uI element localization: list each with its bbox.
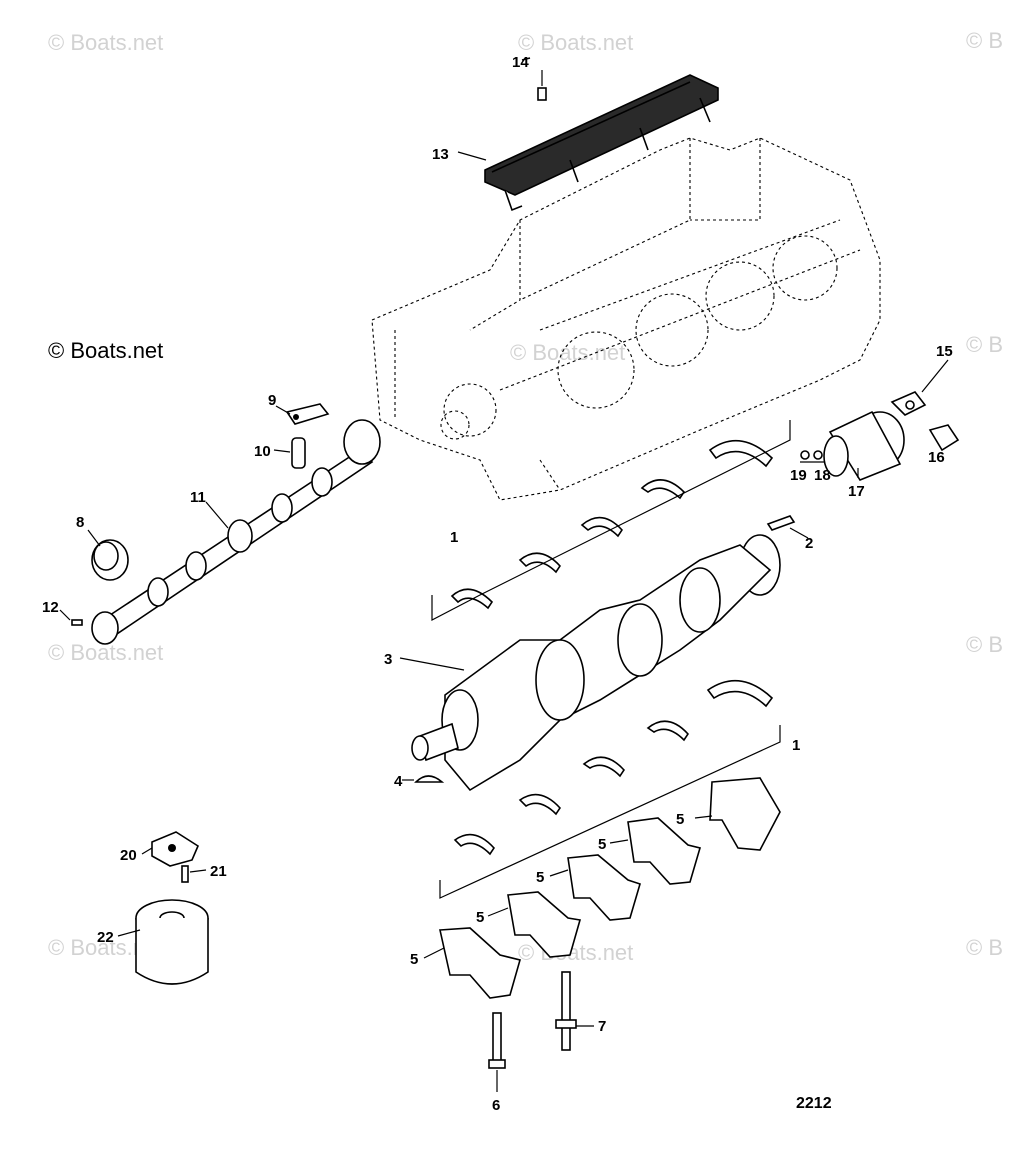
watermarks: © Boats.net © Boats.net © B © Boats.net … bbox=[48, 28, 1003, 965]
callout-17: 17 bbox=[848, 483, 865, 500]
callout-6: 6 bbox=[492, 1097, 500, 1114]
callout-8: 8 bbox=[76, 514, 84, 531]
watermark: © Boats.net bbox=[518, 940, 633, 965]
part-15-fitting bbox=[890, 391, 927, 416]
leader-lines bbox=[59, 151, 949, 1092]
callout-7: 7 bbox=[598, 1018, 606, 1035]
callout-11: 11 bbox=[190, 489, 206, 506]
part-14-bolt bbox=[537, 70, 547, 101]
part-21-adapter-bolt bbox=[181, 865, 189, 883]
part-17-filter-housing bbox=[800, 410, 905, 481]
part-2-pin bbox=[766, 515, 796, 531]
watermark: © Boats.net bbox=[518, 30, 633, 55]
callout-4: 4 bbox=[394, 773, 403, 790]
callout-16: 16 bbox=[928, 449, 945, 466]
part-1-lower-bearings bbox=[439, 679, 781, 899]
part-6-cap-bolt bbox=[488, 1012, 506, 1069]
part-3-crankshaft bbox=[411, 534, 781, 792]
part-16-sender bbox=[928, 424, 960, 452]
watermark: © B bbox=[966, 935, 1003, 960]
part-12-dowel bbox=[71, 619, 83, 626]
watermark: © Boats.net bbox=[48, 30, 163, 55]
callout-3: 3 bbox=[384, 651, 392, 668]
callout-5: 5 bbox=[410, 951, 418, 968]
callout-5: 5 bbox=[536, 869, 544, 886]
part-7-cap-stud bbox=[555, 971, 577, 1051]
callout-18: 18 bbox=[814, 467, 831, 484]
callouts: 14 13 9 10 11 8 12 15 16 19 18 17 1 2 3 … bbox=[42, 54, 953, 1114]
drawing-number: 2212 bbox=[796, 1095, 832, 1112]
callout-2: 2 bbox=[805, 535, 813, 552]
callout-14: 14 bbox=[512, 54, 529, 71]
callout-15: 15 bbox=[936, 343, 953, 360]
part-13-bracket bbox=[484, 57, 719, 212]
callout-1: 1 bbox=[450, 529, 458, 546]
part-20-filter-adapter bbox=[151, 831, 200, 867]
callout-10: 10 bbox=[254, 443, 271, 460]
callout-5: 5 bbox=[598, 836, 606, 853]
callout-9: 9 bbox=[268, 392, 276, 409]
callout-5: 5 bbox=[476, 909, 484, 926]
callout-20: 20 bbox=[120, 847, 137, 864]
part-4-key bbox=[414, 775, 445, 783]
callout-1: 1 bbox=[792, 737, 800, 754]
watermark: © Boats.net bbox=[510, 340, 625, 365]
callout-5: 5 bbox=[676, 811, 684, 828]
part-19-oring bbox=[800, 450, 810, 460]
part-5-bearing-caps bbox=[439, 777, 781, 999]
part-1-upper-bearings bbox=[431, 420, 791, 621]
part-11-camshaft bbox=[91, 419, 381, 645]
callout-12: 12 bbox=[42, 599, 59, 616]
part-10-lifter bbox=[291, 437, 306, 469]
watermark-primary: © Boats.net bbox=[48, 338, 163, 363]
engine-block-ghost bbox=[371, 137, 881, 501]
watermark: © B bbox=[966, 632, 1003, 657]
watermark: © B bbox=[966, 332, 1003, 357]
callout-19: 19 bbox=[790, 467, 807, 484]
callout-21: 21 bbox=[210, 863, 227, 880]
callout-22: 22 bbox=[97, 929, 114, 946]
callout-13: 13 bbox=[432, 146, 449, 163]
part-22-oil-filter bbox=[135, 899, 209, 985]
watermark: © B bbox=[966, 28, 1003, 53]
part-8-cam-bearing bbox=[91, 539, 129, 581]
part-18-washer bbox=[813, 450, 823, 460]
part-9-lifter-guide bbox=[285, 403, 330, 425]
